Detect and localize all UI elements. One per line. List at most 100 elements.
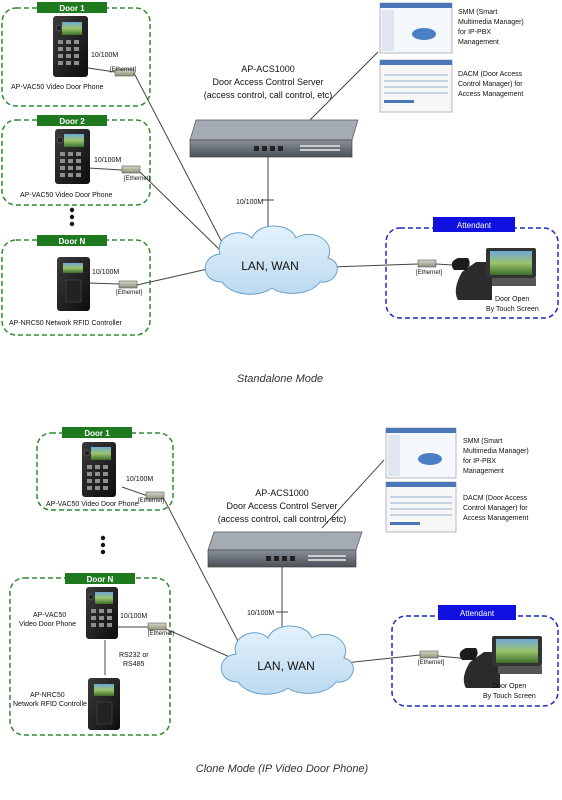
clone-door-1-device-label: AP-VAC50 Video Door Phone xyxy=(46,501,138,508)
attendant-tag xyxy=(433,217,515,232)
clone-smm-label: SMM (Smart Multimedia Manager) for IP-PB… xyxy=(463,438,529,475)
standalone-mode-section: Door 1 10/100M AP-VAC50 Video Door Phone… xyxy=(1,2,559,385)
attendant-caption-1: Door Open xyxy=(495,296,529,303)
door-n-ethernet-label: [Ethernet] xyxy=(116,290,142,296)
door-1-tag-text: Door 1 xyxy=(59,4,85,13)
door-2-group: Door 2 10/100M AP-VAC50 Video Door Phone xyxy=(1,115,151,206)
attendant-caption-2: By Touch Screen xyxy=(486,306,539,313)
door-2-speed-label: 10/100M xyxy=(94,157,121,164)
door-1-device-label: AP-VAC50 Video Door Phone xyxy=(11,84,103,91)
touch-screen-phone-icon xyxy=(459,636,542,688)
clone-nrc-label-1: AP-NRC50 xyxy=(30,692,65,699)
svg-text:Multimedia Manager): Multimedia Manager) xyxy=(463,448,529,455)
clone-door-1-tag-text: Door 1 xyxy=(84,429,110,438)
door-2-ethernet-label: [Ethernet] xyxy=(124,176,150,182)
smm-screenshot-icon xyxy=(385,427,457,479)
clone-server-desc-2: (access control, call control, etc) xyxy=(218,514,347,524)
clone-attendant-ethernet-label: [Ethernet] xyxy=(418,660,444,666)
clone-more-doors-ellipsis xyxy=(100,535,106,555)
rfid-controller-icon xyxy=(88,678,120,730)
svg-text:DACM (Door Access: DACM (Door Access xyxy=(463,495,528,502)
bottom-connection-lines xyxy=(104,459,481,675)
clone-server-link-speed: 10/100M xyxy=(247,610,274,617)
door-n-tag xyxy=(37,235,107,246)
clone-server-desc-1: Door Access Control Server xyxy=(226,501,337,511)
clone-nrc-label-2: Network RFID Controlle xyxy=(13,701,87,708)
dacm-screenshot-icon xyxy=(379,59,453,113)
door-1-ethernet-label: [Ethernet] xyxy=(110,67,136,73)
clone-dacm-label: DACM (Door Access Control Manager) for A… xyxy=(463,495,528,522)
top-cloud-label: LAN, WAN xyxy=(241,259,299,273)
attendant-group: Attendant Door Open By Touch Screen xyxy=(385,217,559,319)
svg-text:SMM (Smart: SMM (Smart xyxy=(458,9,497,16)
door-n-device-label: AP-NRC50 Network RFID Controller xyxy=(9,320,122,327)
door-2-device-label: AP-VAC50 Video Door Phone xyxy=(20,192,112,199)
ethernet-dock-icon xyxy=(147,622,167,631)
lan-wan-cloud-icon xyxy=(204,225,338,295)
door-2-tag xyxy=(37,115,107,126)
clone-serial-label-1: RS232 or xyxy=(119,652,149,659)
clone-serial-label-2: RS485 xyxy=(123,661,145,668)
clone-mode-caption: Clone Mode (IP Video Door Phone) xyxy=(196,763,369,775)
svg-text:Access Management: Access Management xyxy=(458,91,523,98)
clone-vac-label-2: Video Door Phone xyxy=(19,621,76,628)
svg-text:Management: Management xyxy=(458,39,499,46)
door-n-tag-text: Door N xyxy=(59,237,86,246)
clone-mode-section: Door 1 10/100M AP-VAC50 Video Door Phone… xyxy=(9,427,559,775)
clone-attendant-tag-text: Attendant xyxy=(460,609,495,618)
door-1-speed-label: 10/100M xyxy=(91,52,118,59)
server-desc-2: (access control, call control, etc) xyxy=(204,90,333,100)
clone-attendant-caption-2: By Touch Screen xyxy=(483,693,536,700)
svg-text:Control Manager) for: Control Manager) for xyxy=(458,81,523,88)
lan-wan-cloud-icon xyxy=(220,625,354,695)
dacm-screenshot-icon xyxy=(385,481,457,533)
ethernet-dock-icon xyxy=(118,280,138,289)
bottom-cloud-label: LAN, WAN xyxy=(257,659,315,673)
smm-label: SMM (Smart Multimedia Manager) for IP-PB… xyxy=(458,9,524,46)
svg-text:DACM (Door Access: DACM (Door Access xyxy=(458,71,523,78)
door-1-group: Door 1 10/100M AP-VAC50 Video Door Phone xyxy=(1,2,151,107)
clone-door-n-tag xyxy=(65,573,135,584)
clone-door-1-tag xyxy=(62,427,132,438)
clone-door-n-ethernet-label: [Ethernet] xyxy=(148,631,174,637)
video-door-phone-icon xyxy=(55,129,90,184)
access-control-server-icon xyxy=(189,119,359,158)
svg-text:SMM (Smart: SMM (Smart xyxy=(463,438,502,445)
clone-attendant-caption-1: Door Open xyxy=(492,683,526,690)
svg-text:Management: Management xyxy=(463,468,504,475)
rfid-controller-icon xyxy=(57,257,90,311)
clone-door-n-tag-text: Door N xyxy=(87,575,114,584)
door-n-group: Door N 10/100M AP-NRC50 Network RFID Con… xyxy=(1,235,151,336)
clone-door-1-ethernet-label: [Ethernet] xyxy=(138,498,164,504)
door-1-tag xyxy=(37,2,107,13)
video-door-phone-icon xyxy=(86,587,118,639)
door-2-tag-text: Door 2 xyxy=(59,117,85,126)
svg-text:Control Manager) for: Control Manager) for xyxy=(463,505,528,512)
ethernet-dock-icon xyxy=(419,650,439,659)
svg-text:for IP-PBX: for IP-PBX xyxy=(463,458,496,465)
svg-text:Access Management: Access Management xyxy=(463,515,528,522)
dacm-label: DACM (Door Access Control Manager) for A… xyxy=(458,71,523,98)
svg-text:for IP-PBX: for IP-PBX xyxy=(458,29,491,36)
door-n-speed-label: 10/100M xyxy=(92,269,119,276)
touch-screen-phone-icon xyxy=(451,248,536,300)
attendant-ethernet-label: [Ethernet] xyxy=(416,270,442,276)
clone-vac-label-1: AP-VAC50 xyxy=(33,612,66,619)
clone-door-n-speed-label: 10/100M xyxy=(120,613,147,620)
server-link-speed: 10/100M xyxy=(236,199,263,206)
ethernet-dock-icon xyxy=(417,259,437,268)
clone-door-1-group: Door 1 10/100M AP-VAC50 Video Door Phone xyxy=(36,427,174,511)
clone-server-name: AP-ACS1000 xyxy=(255,488,309,498)
more-doors-ellipsis xyxy=(69,207,75,227)
video-door-phone-icon xyxy=(53,16,88,77)
clone-door-n-group: Door N AP-VAC50 Video Door Phone 10/100M… xyxy=(9,573,171,736)
server-name: AP-ACS1000 xyxy=(241,64,295,74)
svg-text:Multimedia Manager): Multimedia Manager) xyxy=(458,19,524,26)
ethernet-dock-icon xyxy=(121,165,141,174)
video-door-phone-icon xyxy=(82,442,116,497)
server-desc-1: Door Access Control Server xyxy=(212,77,323,87)
ethernet-dock-icon xyxy=(114,68,135,77)
ethernet-dock-icon xyxy=(145,491,165,500)
clone-attendant-group: Attendant Door Open By Touch Screen xyxy=(391,605,559,707)
